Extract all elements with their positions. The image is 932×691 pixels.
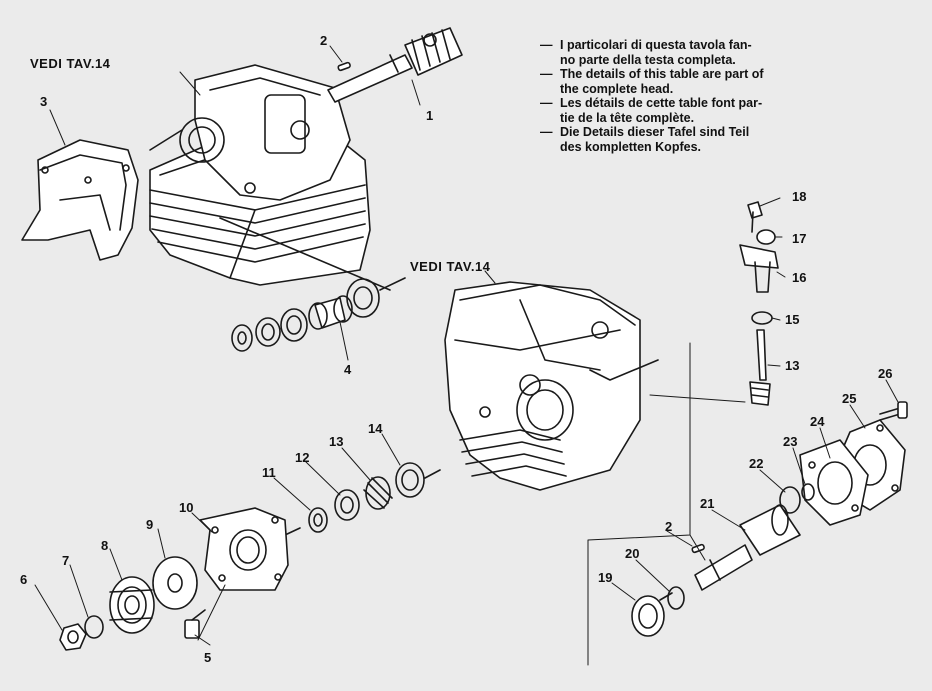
- part-3-valve-cover: [21, 139, 139, 261]
- reference-label-upper: VEDI TAV.14: [30, 56, 111, 71]
- callout-2-upper: 2: [320, 33, 327, 48]
- callout-4: 4: [344, 362, 352, 377]
- part-6-nut: [59, 623, 87, 651]
- part-2-key-upper: [337, 61, 351, 72]
- callout-23: 23: [783, 434, 797, 449]
- note-dash: —: [540, 38, 553, 52]
- part-4-bearing-set: [219, 217, 406, 352]
- callout-1: 1: [426, 108, 433, 123]
- callout-11: 11: [262, 465, 276, 480]
- part-22-washer: [779, 486, 801, 514]
- callout-6: 6: [20, 572, 27, 587]
- callout-16: 16: [792, 270, 806, 285]
- callout-13-left: 13: [329, 434, 343, 449]
- note-french: — Les détails de cette table font par- t…: [540, 96, 840, 125]
- left-shaft-assembly: [284, 462, 441, 536]
- callout-20: 20: [625, 546, 639, 561]
- callout-12: 12: [295, 450, 309, 465]
- part-26-bolt: [879, 401, 908, 421]
- part-15-ring: [751, 311, 773, 325]
- cylinder-head-middle: [444, 281, 659, 491]
- part-19-bearing: [631, 592, 673, 637]
- callout-14: 14: [368, 421, 383, 436]
- callout-21: 21: [700, 496, 714, 511]
- part-17-seal: [756, 229, 776, 245]
- assembly-bracket-lines: [587, 342, 746, 666]
- part-21-shaft: [694, 504, 801, 591]
- note-line: des kompletten Kopfes.: [560, 139, 701, 154]
- callout-3: 3: [40, 94, 47, 109]
- note-dash: —: [540, 67, 553, 81]
- callout-17: 17: [792, 231, 806, 246]
- note-line: Die Details dieser Tafel sind Teil: [560, 125, 750, 139]
- callout-26: 26: [878, 366, 892, 381]
- part-13-gear-shaft: [749, 329, 771, 406]
- callout-18: 18: [792, 189, 806, 204]
- callout-19: 19: [598, 570, 612, 585]
- note-line: tie de la tête complète.: [560, 110, 695, 125]
- part-20-washer: [667, 586, 685, 610]
- callout-numbers: 1 2 3 4 5 6 7 8 9 10 11 12 13 14 15 16 1…: [20, 33, 892, 665]
- multilingual-notes: — I particolari di questa tavola fan- no…: [540, 38, 840, 154]
- callout-13-right: 13: [785, 358, 799, 373]
- cylinder-head-upper: [149, 64, 371, 286]
- callout-24: 24: [810, 414, 825, 429]
- callout-8: 8: [101, 538, 108, 553]
- callout-7: 7: [62, 553, 69, 568]
- note-line: no parte della testa completa.: [560, 52, 736, 67]
- note-line: I particolari di questa tavola fan-: [560, 38, 752, 52]
- callout-5: 5: [204, 650, 211, 665]
- callout-9: 9: [146, 517, 153, 532]
- part-7-washer: [84, 615, 104, 639]
- callout-22: 22: [749, 456, 763, 471]
- part-18-screw: [747, 201, 763, 233]
- callout-2-lower: 2: [665, 519, 672, 534]
- callout-25: 25: [842, 391, 856, 406]
- note-line: Les détails de cette table font par-: [560, 96, 763, 110]
- callout-15: 15: [785, 312, 799, 327]
- part-5-bolt: [184, 609, 206, 639]
- note-english: — The details of this table are part of …: [540, 67, 840, 96]
- leader-lines: [34, 45, 899, 646]
- part-24-gasket: [799, 439, 869, 526]
- part-23-ring: [801, 483, 815, 501]
- part-10-flange: [199, 507, 289, 591]
- note-line: The details of this table are part of: [560, 67, 764, 81]
- part-16-bushing: [739, 244, 779, 293]
- callout-10: 10: [179, 500, 193, 515]
- note-dash: —: [540, 125, 553, 139]
- note-line: the complete head.: [560, 81, 674, 96]
- part-8-gear: [109, 576, 155, 634]
- reference-label-middle: VEDI TAV.14: [410, 259, 491, 274]
- note-italian: — I particolari di questa tavola fan- no…: [540, 38, 840, 67]
- part-1-shaft: [327, 27, 463, 103]
- note-dash: —: [540, 96, 553, 110]
- note-german: — Die Details dieser Tafel sind Teil des…: [540, 125, 840, 154]
- part-9-disc: [152, 556, 198, 610]
